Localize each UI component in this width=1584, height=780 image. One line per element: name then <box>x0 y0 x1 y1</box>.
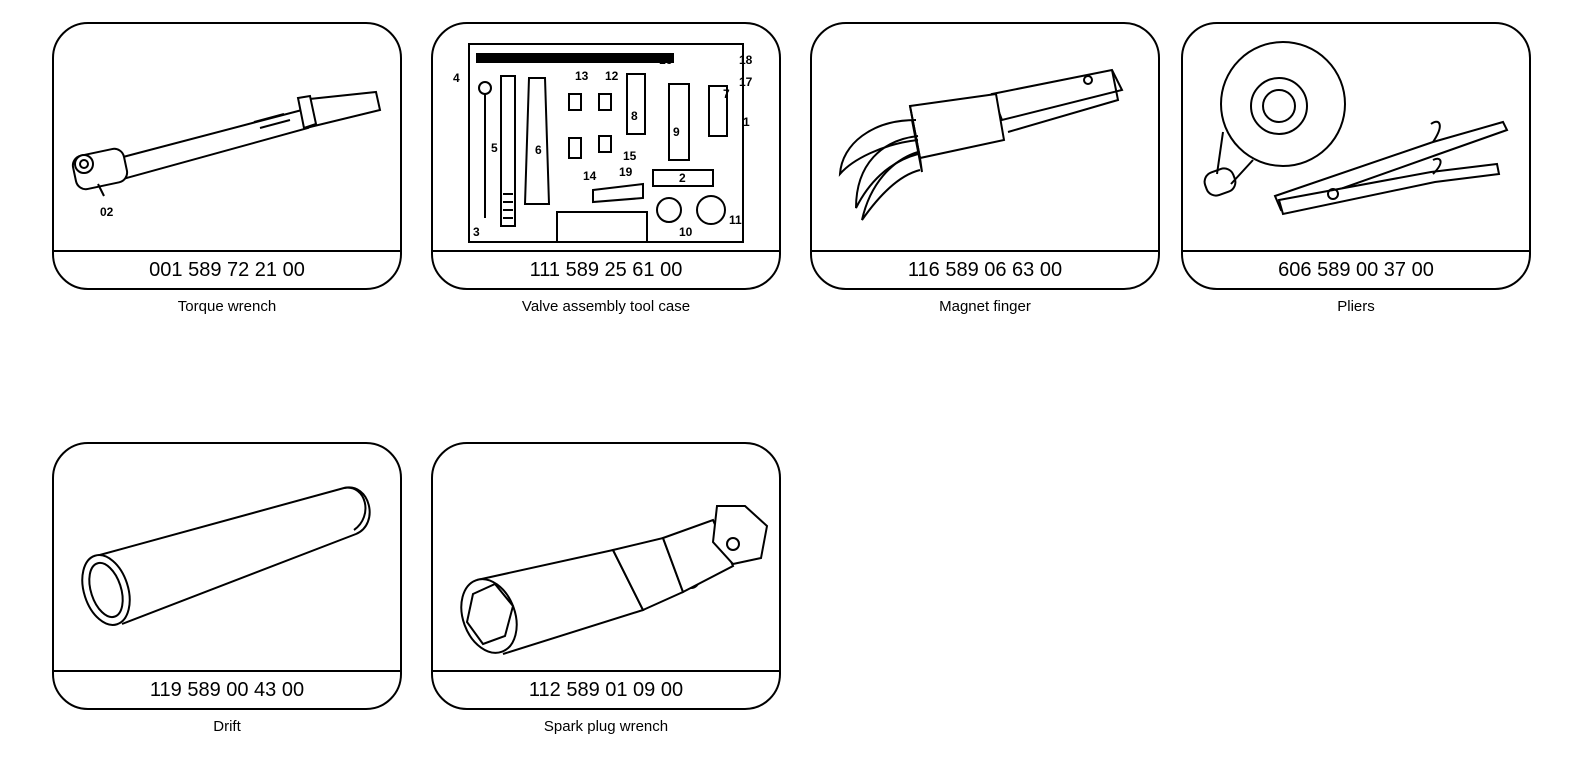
card-divider <box>54 670 400 672</box>
part-number: 606 589 00 37 00 <box>1278 259 1434 281</box>
tool-valve-assembly-case: 4 13 12 16 18 17 7 1 5 6 8 9 14 15 19 2 … <box>431 22 781 315</box>
tool-card: 119 589 00 43 00 <box>52 442 402 710</box>
callout: 7 <box>723 87 730 101</box>
callout: 3 <box>473 225 480 239</box>
callout: 17 <box>739 75 753 89</box>
tool-magnet-finger: 116 589 06 63 00 Magnet finger <box>810 22 1160 315</box>
tool-drift: 119 589 00 43 00 Drift <box>52 442 402 735</box>
callout: 4 <box>453 71 460 85</box>
part-number: 112 589 01 09 00 <box>528 679 684 701</box>
callout: 2 <box>679 171 686 185</box>
callout: 19 <box>619 165 633 179</box>
callout: 18 <box>739 53 753 67</box>
part-number: 119 589 00 43 00 <box>149 679 305 701</box>
tool-name: Valve assembly tool case <box>521 298 691 315</box>
card-divider <box>1183 250 1529 252</box>
torque-wrench-illustration: 02 <box>54 24 400 250</box>
card-divider <box>54 250 400 252</box>
callout: 02 <box>100 205 114 219</box>
card-divider <box>433 670 779 672</box>
callout: 15 <box>623 149 637 163</box>
callout: 11 <box>729 213 742 227</box>
tool-torque-wrench: 02 001 589 72 21 00 Torque wrench <box>52 22 402 315</box>
part-number: 116 589 06 63 00 <box>907 259 1063 281</box>
tool-name: Magnet finger <box>939 298 1031 315</box>
tool-name: Spark plug wrench <box>543 718 669 735</box>
tool-name: Torque wrench <box>177 298 277 315</box>
callout: 16 <box>659 53 673 67</box>
card-divider <box>433 250 779 252</box>
tool-card: 02 001 589 72 21 00 <box>52 22 402 290</box>
callout: 14 <box>583 169 597 183</box>
callout: 13 <box>575 69 589 83</box>
tool-name: Drift <box>213 718 241 735</box>
tool-spark-plug-wrench: 112 589 01 09 00 Spark plug wrench <box>431 442 781 735</box>
callout: 9 <box>673 125 680 139</box>
valve-tool-case-illustration: 4 13 12 16 18 17 7 1 5 6 8 9 14 15 19 2 … <box>433 24 779 250</box>
callout: 6 <box>535 143 542 157</box>
tool-card: 4 13 12 16 18 17 7 1 5 6 8 9 14 15 19 2 … <box>431 22 781 290</box>
tool-card: 116 589 06 63 00 <box>810 22 1160 290</box>
callout: 10 <box>679 225 693 239</box>
part-number: 001 589 72 21 00 <box>149 259 305 281</box>
callout: 12 <box>605 69 619 83</box>
tool-name: Pliers <box>1337 298 1375 315</box>
part-number: 111 589 25 61 00 <box>529 259 683 281</box>
drift-illustration <box>54 444 400 670</box>
magnet-finger-illustration <box>812 24 1158 250</box>
card-divider <box>812 250 1158 252</box>
callout: 8 <box>631 109 638 123</box>
callout: 1 <box>743 115 750 129</box>
tool-card: 112 589 01 09 00 <box>431 442 781 710</box>
callout: 5 <box>491 141 498 155</box>
tool-pliers: 606 589 00 37 00 Pliers <box>1181 22 1531 315</box>
tool-card: 606 589 00 37 00 <box>1181 22 1531 290</box>
pliers-illustration <box>1183 24 1529 250</box>
spark-plug-wrench-illustration <box>433 444 779 670</box>
